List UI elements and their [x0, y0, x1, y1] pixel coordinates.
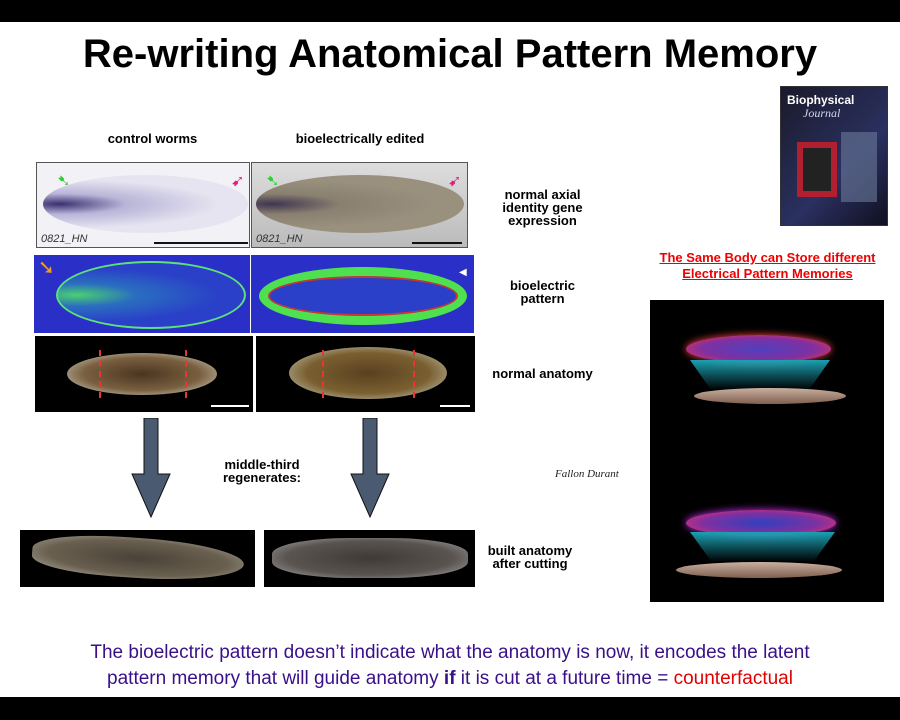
row-label-anatomy: normal anatomy	[492, 366, 593, 381]
magenta-arrow-icon: ➹	[448, 173, 462, 190]
image-caption: 0821_HN	[256, 233, 303, 245]
image-edited-anatomy	[256, 336, 475, 412]
slide-title: Re-writing Anatomical Pattern Memory	[82, 32, 818, 76]
green-arrow-icon: ➷	[266, 173, 280, 190]
column-label-control: control worms	[107, 131, 198, 146]
image-credit: Fallon Durant	[555, 468, 619, 480]
down-arrow-icon	[131, 418, 171, 518]
column-label-edited: bioelectrically edited	[295, 131, 425, 146]
journal-cover-image: Biophysical Journal	[780, 86, 888, 226]
orange-arrow-icon: ➘	[38, 257, 55, 279]
side-heading: The Same Body can Store different Electr…	[659, 250, 876, 281]
image-control-bioelectric: ➘	[34, 255, 250, 333]
row-label-gene-expression: normal axial identity gene expression	[502, 187, 583, 228]
counterfactual-highlight: counterfactual	[673, 668, 793, 689]
green-arrow-icon: ➷	[57, 173, 71, 190]
image-edited-gene-expression: ➷ ➹ 0821_HN	[251, 162, 468, 248]
row-label-bioelectric: bioelectric pattern	[509, 278, 576, 306]
middle-third-label: middle-third regenerates:	[222, 457, 302, 485]
down-arrow-icon	[350, 418, 390, 518]
magenta-arrow-icon: ➹	[231, 173, 245, 190]
image-edited-built-anatomy	[264, 530, 475, 587]
slide: Re-writing Anatomical Pattern Memory con…	[0, 22, 900, 697]
image-bioelectric-memories	[650, 300, 884, 602]
bottom-statement: The bioelectric pattern doesn’t indicate…	[90, 642, 810, 689]
image-control-gene-expression: ➷ ➹ 0821_HN	[36, 162, 250, 248]
image-control-built-anatomy	[20, 530, 255, 587]
row-label-built-anatomy: built anatomy after cutting	[487, 543, 573, 571]
image-caption: 0821_HN	[41, 233, 88, 245]
image-edited-bioelectric: ◀	[251, 255, 474, 333]
image-control-anatomy	[35, 336, 253, 412]
